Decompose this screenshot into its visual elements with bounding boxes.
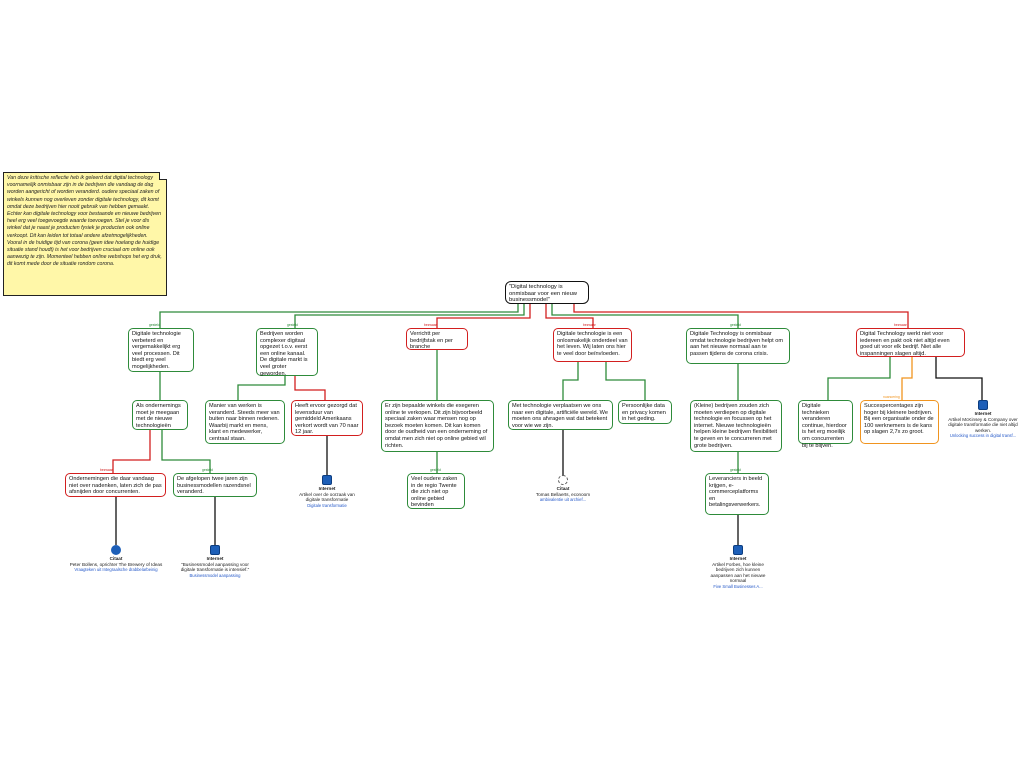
source-type: Citaat <box>556 486 570 491</box>
reflection-note: Van deze kritische reflectie heb ik gele… <box>3 172 167 296</box>
root-claim[interactable]: "Digital technology is onmisbaar voor ee… <box>505 281 589 304</box>
objection-pas-afsnijden[interactable]: Ondernemingen die daar vandaag niet over… <box>65 473 166 497</box>
objection-onlosmakelijk-onderdeel[interactable]: Digitale technologie is een onlosmakelij… <box>553 328 632 362</box>
source-link[interactable]: ambivalentie uit archief... <box>539 497 587 503</box>
argument-winkels-online[interactable]: Er zijn bepaalde winkels die exegeren on… <box>381 400 494 452</box>
source-citaat-bellaerts[interactable]: Citaat Tomas Bellaerts, econoom ambivale… <box>530 475 596 503</box>
quote-icon <box>558 475 568 485</box>
globe-icon <box>978 400 988 410</box>
relation-label: gesteld <box>730 468 741 472</box>
relation-label: gesteld <box>730 323 741 327</box>
argument-artificiele-wereld[interactable]: Met technologie verplaatsen we ons naar … <box>508 400 613 430</box>
source-type: Internet <box>206 556 224 561</box>
argument-manier-van-werken[interactable]: Manier van werken is veranderd. Steeds m… <box>205 400 285 444</box>
source-type: Internet <box>974 411 992 416</box>
objection-levensduur[interactable]: Heeft ervoor gezorgd dat levensduur van … <box>291 400 363 436</box>
globe-icon <box>322 475 332 485</box>
source-link[interactable]: Unlocking success in digital transf... <box>949 433 1017 439</box>
source-internet-digitale-transformatie[interactable]: Internet Artikel over de oorzaak van dig… <box>298 475 356 508</box>
source-text: Artikel Forbes, hoe kleine bedrijven zic… <box>710 561 766 584</box>
argument-oudere-zaken-twente[interactable]: Veel oudere zaken in de regio Twente die… <box>407 473 465 509</box>
quote-icon <box>111 545 121 555</box>
relation-label: gesteld <box>202 468 213 472</box>
relation-label: nuancering <box>883 395 900 399</box>
source-link[interactable]: Vraagteken uit Integraalsche drabbelarbe… <box>74 567 158 573</box>
globe-icon <box>733 545 743 555</box>
objection-per-bedrijfstak[interactable]: Verrichtt per bedrijfstak en per branche <box>406 328 468 350</box>
nuance-succespercentages[interactable]: Succespercentages zijn hoger bij kleiner… <box>860 400 939 444</box>
argument-kleine-bedrijven[interactable]: (Kleine) bedrijven zouden zich moeten ve… <box>690 400 782 452</box>
source-text: Artikel over de oorzaak van digitale tra… <box>299 491 355 503</box>
argument-businessmodellen-veranderd[interactable]: De afgelopen twee jaren zijn businessmod… <box>173 473 257 497</box>
argument-technieken-veranderen[interactable]: Digitale technieken veranderen continue,… <box>798 400 853 449</box>
source-type: Internet <box>318 486 336 491</box>
argument-digitale-technologie-processen[interactable]: Digitale technologie verbeterd en vergem… <box>128 328 194 372</box>
source-link[interactable]: Digitale transformatie <box>307 502 347 508</box>
source-link[interactable]: Five Small Businesses A... <box>713 583 763 589</box>
relation-label: gesteld <box>430 468 441 472</box>
relation-label: gesteld <box>149 323 160 327</box>
source-internet-forbes[interactable]: Internet Artikel Forbes, hoe kleine bedr… <box>704 545 772 590</box>
argument-meegaan-technologie[interactable]: Als ondernemings moet je meegaan met de … <box>132 400 188 430</box>
source-citaat-bollens[interactable]: Citaat Peter Bollens, oprichter The Brew… <box>66 545 166 573</box>
source-internet-businessmodel[interactable]: Internet "Businessmodel aanpassing voor … <box>178 545 252 578</box>
source-text: "Businessmodel aanpassing voor digitale … <box>180 561 250 573</box>
source-internet-mckinsey[interactable]: Internet Artikel McKinsey & Company over… <box>944 400 1022 439</box>
source-type: Internet <box>729 556 747 561</box>
relation-label: bezwaar <box>100 468 113 472</box>
objection-werkt-niet-voor-iedereen[interactable]: Digital Technology werkt niet voor ieder… <box>856 328 965 357</box>
source-text: Artikel McKinsey & Company over digitale… <box>948 416 1018 433</box>
source-type: Citaat <box>109 556 123 561</box>
argument-bedrijven-complexer[interactable]: Bedrijven worden complexer digitaal opge… <box>256 328 318 377</box>
argument-privacy[interactable]: Persoonlijke data en privacy komen in he… <box>618 400 672 424</box>
argument-corona-crisis[interactable]: Digitale Technology is onmisbaar omdat t… <box>686 328 790 364</box>
relation-label: bezwaar <box>894 323 907 327</box>
relation-label: bezwaar <box>583 323 596 327</box>
source-text: Peter Bollens, oprichter The Brewery of … <box>69 561 163 567</box>
globe-icon <box>210 545 220 555</box>
source-link[interactable]: Businessmodel aanpassing <box>189 572 241 578</box>
relation-label: bezwaar <box>424 323 437 327</box>
source-text: Tomas Bellaerts, econoom <box>535 491 591 497</box>
argument-leveranciers[interactable]: Leveranciers in beeld krijgen, e-commerc… <box>705 473 769 515</box>
relation-label: gesteld <box>287 323 298 327</box>
